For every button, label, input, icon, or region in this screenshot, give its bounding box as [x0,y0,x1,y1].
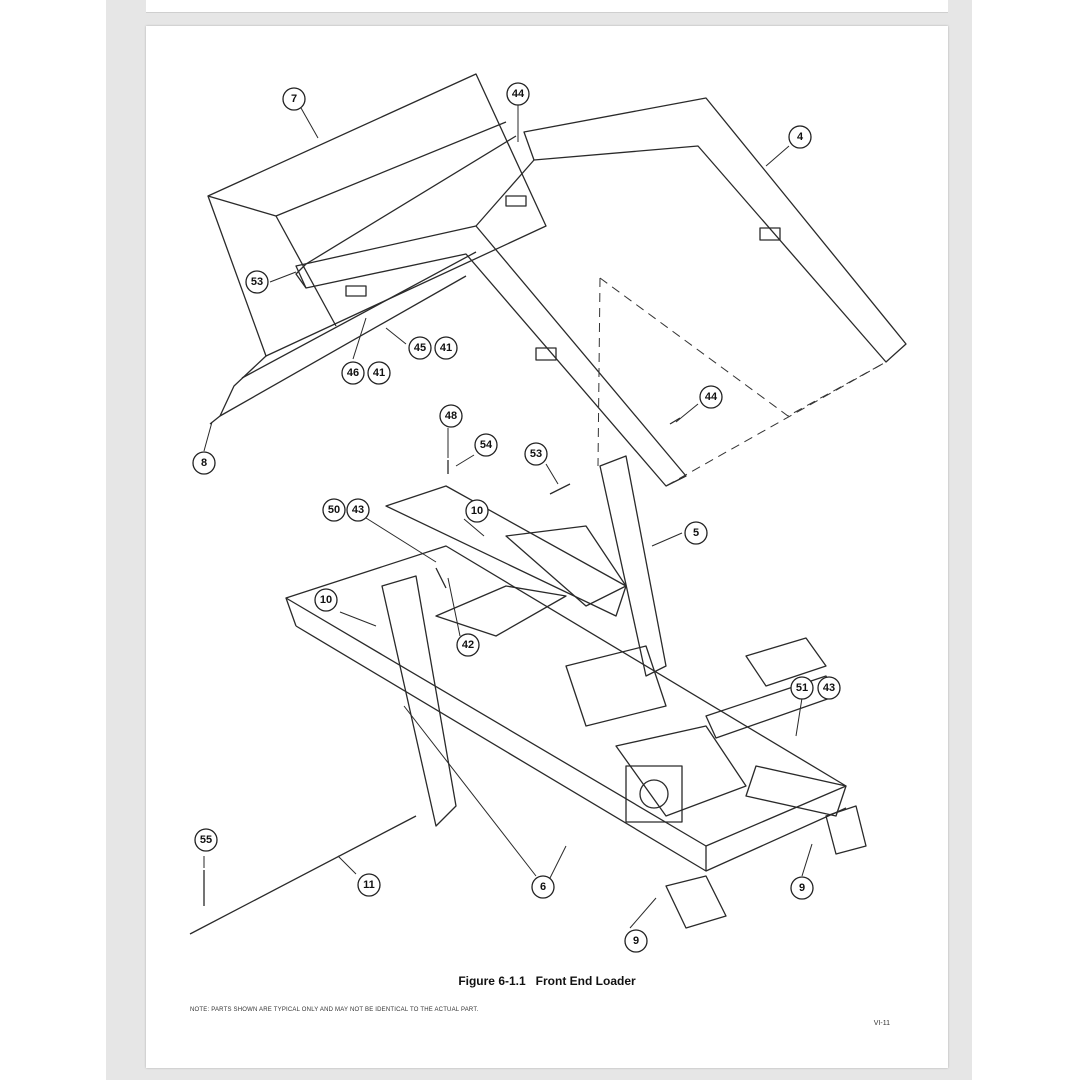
callout-41-lower: 41 [367,361,391,385]
callout-8: 8 [192,451,216,475]
callout-42: 42 [456,633,480,657]
svg-text:42: 42 [462,639,474,651]
callout-balloons: 7 44 4 53 45 41 46 41 8 44 48 54 53 50 4… [192,82,841,953]
svg-text:46: 46 [347,367,359,379]
svg-text:43: 43 [352,504,364,516]
callout-7: 7 [282,87,306,111]
callout-46: 46 [341,361,365,385]
svg-text:9: 9 [633,935,639,947]
callout-44-top: 44 [506,82,530,106]
callout-11: 11 [357,873,381,897]
callout-51: 51 [790,676,814,700]
mounting-frame-drawing [285,455,867,929]
page-number: VI-11 [873,1020,890,1027]
exploded-parts-drawing: 7 44 4 53 45 41 46 41 8 44 48 54 53 50 4… [189,73,907,953]
callout-5: 5 [684,521,708,545]
callout-44-middle: 44 [699,385,723,409]
fastener-drawing [203,417,681,906]
svg-text:41: 41 [440,342,452,354]
previous-page-edge [146,0,948,13]
svg-text:10: 10 [471,505,483,517]
svg-text:8: 8 [201,457,207,469]
callout-53-bucket: 53 [245,270,269,294]
callout-55: 55 [194,828,218,852]
svg-text:45: 45 [414,342,426,354]
svg-text:51: 51 [796,682,808,694]
callout-43-right: 43 [817,676,841,700]
callout-48: 48 [439,404,463,428]
svg-text:4: 4 [797,131,804,143]
svg-text:11: 11 [363,879,375,891]
callout-45: 45 [408,336,432,360]
parts-note: NOTE: PARTS SHOWN ARE TYPICAL ONLY AND M… [190,1007,479,1013]
svg-text:53: 53 [251,276,263,288]
callout-6: 6 [531,875,555,899]
callout-4: 4 [788,125,812,149]
svg-text:10: 10 [320,594,332,606]
svg-text:6: 6 [540,881,546,893]
svg-text:7: 7 [291,93,297,105]
document-page: 7 44 4 53 45 41 46 41 8 44 48 54 53 50 4… [146,26,948,1068]
svg-text:54: 54 [480,439,493,451]
cross-shaft-drawing [189,815,417,935]
svg-text:41: 41 [373,367,385,379]
callout-54: 54 [474,433,498,457]
svg-text:50: 50 [328,504,340,516]
callout-50: 50 [322,498,346,522]
figure-caption: Figure 6-1.1 Front End Loader [458,974,636,988]
svg-text:43: 43 [823,682,835,694]
svg-text:44: 44 [705,391,718,403]
callout-43-left: 43 [346,498,370,522]
svg-text:44: 44 [512,88,525,100]
callout-10-left: 10 [314,588,338,612]
svg-text:55: 55 [200,834,212,846]
loader-arm-drawing [295,97,907,487]
bucket-drawing [207,73,547,425]
leader-lines [203,104,813,929]
svg-text:53: 53 [530,448,542,460]
callout-41-upper: 41 [434,336,458,360]
callout-10-top: 10 [465,499,489,523]
svg-text:48: 48 [445,410,457,422]
callout-9-right: 9 [790,876,814,900]
svg-text:5: 5 [693,527,699,539]
callout-9-bottom: 9 [624,929,648,953]
callout-53-frame: 53 [524,442,548,466]
svg-text:9: 9 [799,882,805,894]
phantom-lines [597,277,887,487]
